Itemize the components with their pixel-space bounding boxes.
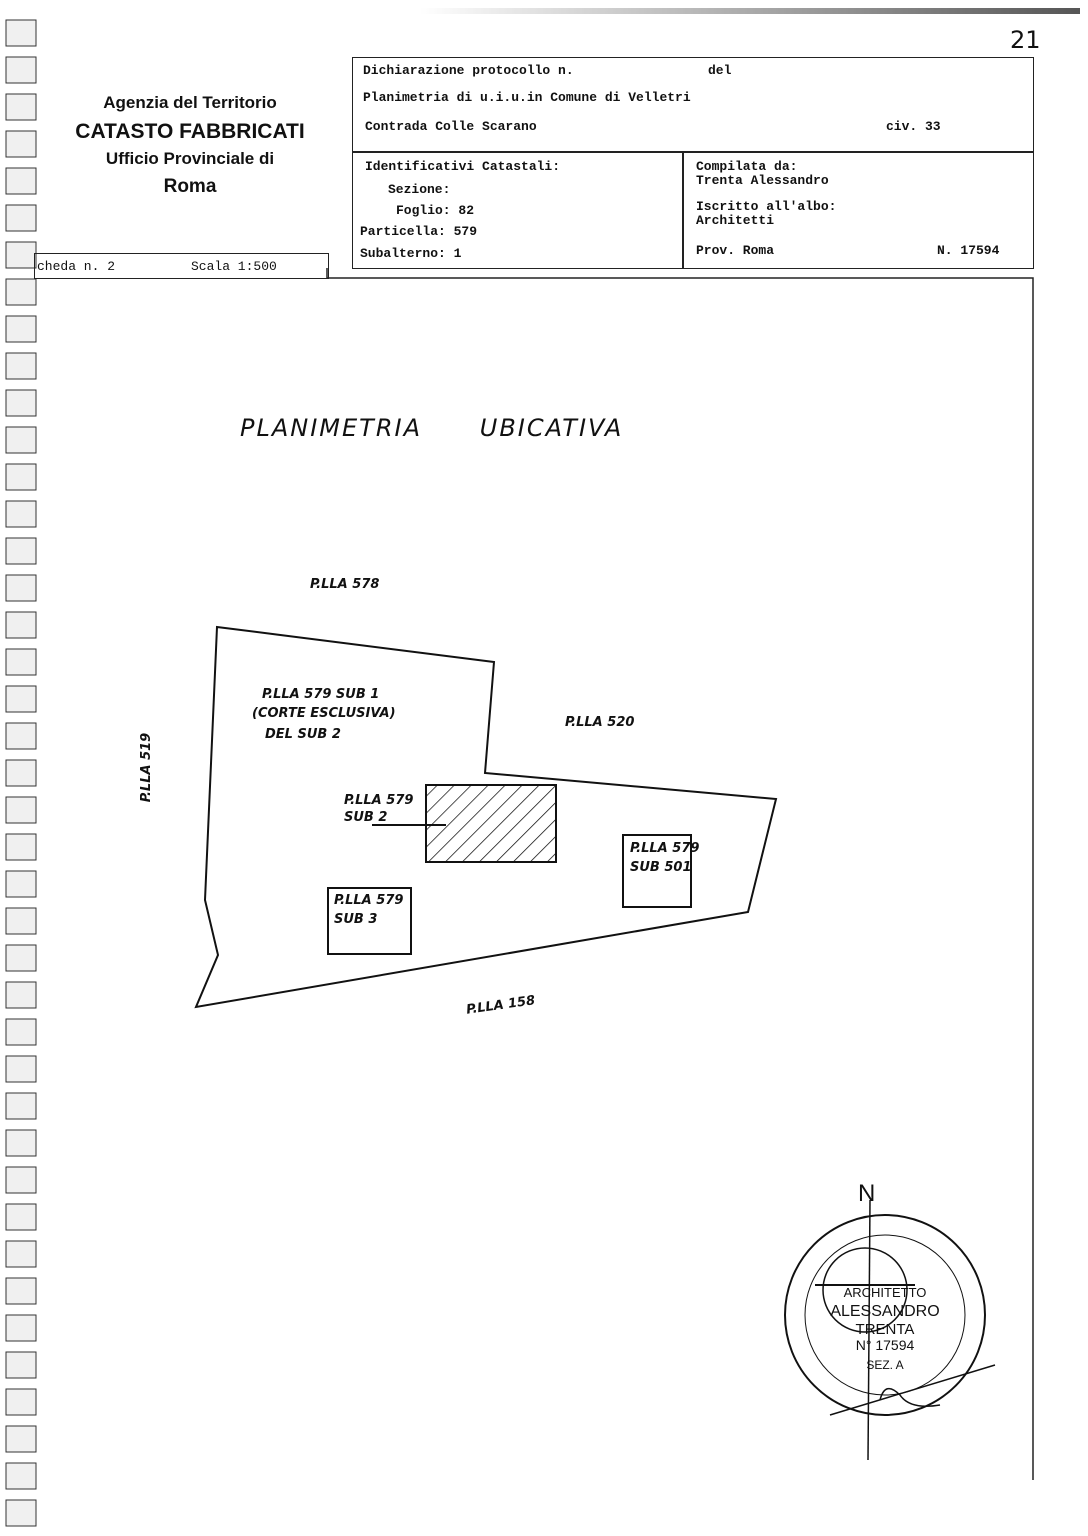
binding-ring [5,278,37,306]
binding-ring [5,56,37,84]
label-sub-501-line2: SUB 501 [630,860,692,875]
binding-ring [5,648,37,676]
subalterno: Subalterno: 1 [360,246,462,261]
label-plla-520: P.LLA 520 [565,715,635,730]
building-sub-3 [327,887,412,955]
planimetria-label: Planimetria di u.i.u.in Comune di Vellet… [363,90,691,105]
label-sub-1-line2: (CORTE ESCLUSIVA) [252,706,396,721]
author-name: Trenta Alessandro [696,173,829,188]
binding-ring [5,500,37,528]
province: Prov. Roma [696,243,775,258]
office-city: Roma [163,176,217,197]
page-number: 21 [1010,26,1041,54]
civic-number: civ. 33 [886,119,941,134]
dichiarazione-label: Dichiarazione protocollo n. [363,63,574,78]
binding-ring [5,389,37,417]
building-sub-2 [425,784,557,863]
stamp-name: ALESSANDRO [830,1303,940,1320]
binding-ring [5,130,37,158]
binding-ring [5,1388,37,1416]
label-sub-3-line2: SUB 3 [334,912,378,927]
building-sub-501 [622,834,692,908]
identificativi-title: Identificativi Catastali: [365,159,561,174]
binding-ring [5,463,37,491]
binding-ring [5,1092,37,1120]
binding-ring [5,870,37,898]
drawing-title: PLANIMETRIA UBICATIVA [240,414,624,442]
binding-ring [5,1425,37,1453]
architect-stamp [784,1199,996,1461]
label-sub-501-line1: P.LLA 579 [630,841,700,856]
binding-ring [5,1018,37,1046]
label-plla-519: P.LLA 519 [139,732,155,803]
binding-ring [5,1129,37,1157]
scheda-box: cheda n. 2 Scala 1:500 [34,253,329,279]
binding-ring [5,944,37,972]
label-sub-2-line1: P.LLA 579 [344,793,414,808]
protocol-box: Dichiarazione protocollo n. del Planimet… [352,57,1034,153]
stamp-surname: TRENTA [855,1321,915,1338]
binding-ring [5,907,37,935]
signature [879,1387,941,1407]
binding-ring [5,1166,37,1194]
binding-ring [5,1462,37,1490]
north-label: N [858,1180,876,1207]
foglio: Foglio: 82 [396,203,475,218]
binding-ring [5,241,37,269]
binding-ring [5,1314,37,1342]
binding-ring [5,981,37,1009]
binding-ring [5,833,37,861]
stamp-title: ARCHITETTO [843,1285,927,1300]
address: Contrada Colle Scarano [365,119,537,134]
binding-ring [5,722,37,750]
binding-ring [5,574,37,602]
binding-ring [5,352,37,380]
binding-ring [5,204,37,232]
scan-edge [420,8,1080,14]
albo: Architetti [696,213,775,228]
iscritto-label: Iscritto all'albo: [696,199,837,214]
label-sub-1-line1: P.LLA 579 SUB 1 [262,687,380,702]
binding-ring [5,611,37,639]
compilata-box: Compilata da: Trenta Alessandro Iscritto… [682,151,1034,269]
catasto-title: CATASTO FABBRICATI [75,120,305,143]
north-arrow-icon [867,1199,871,1461]
label-sub-3-line1: P.LLA 579 [334,893,404,908]
label-sub-2-line2: SUB 2 [344,810,388,825]
agency-name: Agenzia del Territorio [103,93,277,112]
binding-ring [5,759,37,787]
scale-label: Scala 1:500 [191,259,277,274]
label-sub-1-line3: DEL SUB 2 [265,727,341,742]
registration-number: N. 17594 [937,243,1000,258]
spiral-binding [5,19,37,1527]
office-label: Ufficio Provinciale di [105,149,275,168]
drawing-frame [326,268,1034,1480]
identificativi-box: Identificativi Catastali: Sezione: Fogli… [352,151,684,269]
del-label: del [708,63,732,78]
binding-ring [5,1351,37,1379]
stamp-number: N° 17594 [855,1337,915,1353]
binding-ring [5,1277,37,1305]
binding-ring [5,93,37,121]
compilata-label: Compilata da: [696,159,798,174]
binding-ring [5,167,37,195]
binding-ring [5,796,37,824]
particella: Particella: 579 [360,224,478,239]
parcel-579-outline [194,625,778,1009]
compass-circle-icon [822,1247,908,1333]
binding-ring [5,1055,37,1083]
binding-ring [5,315,37,343]
binding-ring [5,1499,37,1527]
binding-ring [5,19,37,47]
label-plla-578: P.LLA 578 [310,577,380,592]
binding-ring [5,1203,37,1231]
sezione: Sezione: [388,182,451,197]
binding-ring [5,1240,37,1268]
scheda-number: cheda n. 2 [37,259,116,274]
binding-ring [5,537,37,565]
binding-ring [5,426,37,454]
binding-ring [5,685,37,713]
stamp-section: SEZ. A [866,1358,904,1372]
